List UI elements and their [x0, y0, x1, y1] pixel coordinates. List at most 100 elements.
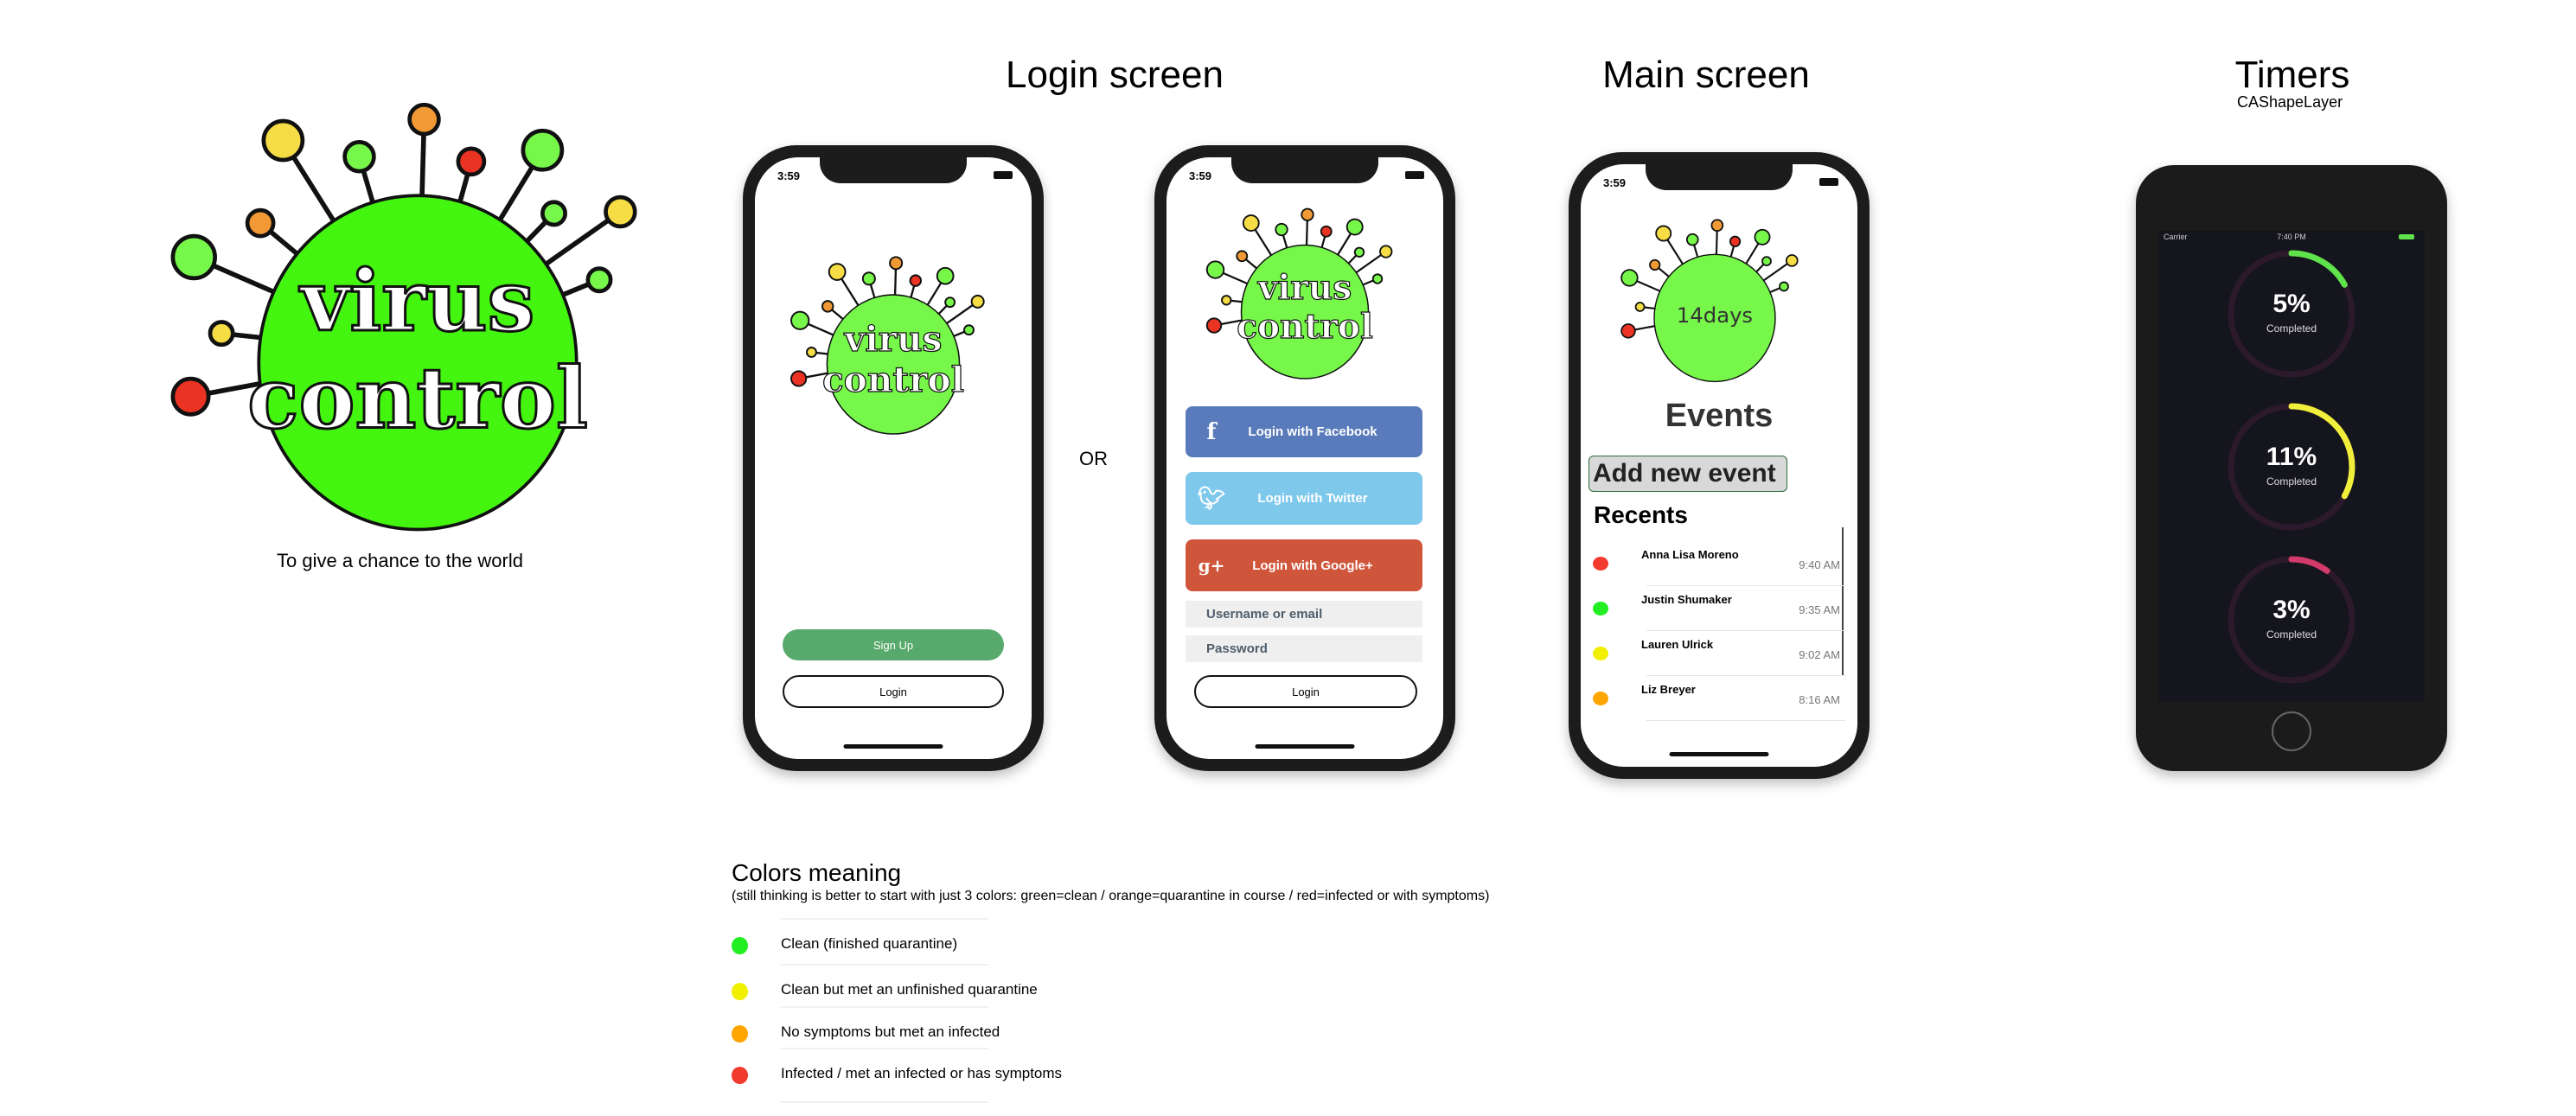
login-button[interactable]: Login	[783, 675, 1004, 708]
timer-label: Completed	[2266, 475, 2317, 488]
spike-ball	[828, 263, 847, 281]
timer-ring: 3% Completed	[2222, 551, 2361, 689]
legend-divider	[781, 918, 988, 920]
home-indicator	[843, 744, 943, 749]
spike-ball	[1242, 214, 1260, 232]
twitter-login-button[interactable]: 🐦︎ Login with Twitter	[1186, 472, 1422, 525]
timer-ring: 11% Completed	[2222, 398, 2361, 536]
days-badge-logo: 14days	[1620, 219, 1799, 383]
legend-divider	[781, 1048, 988, 1049]
logo-text: control	[822, 359, 964, 400]
recent-event-row[interactable]: Liz Breyer 8:16 AM	[1581, 676, 1845, 721]
legend-divider	[781, 1101, 988, 1103]
add-new-event-button[interactable]: Add new event	[1588, 456, 1787, 492]
spike-ball	[790, 310, 810, 330]
logo-text: virus	[1257, 268, 1352, 308]
spike-ball	[1761, 256, 1772, 267]
event-time: 9:35 AM	[1799, 603, 1840, 616]
spike-ball	[208, 320, 235, 348]
recent-event-row[interactable]: Anna Lisa Moreno 9:40 AM	[1581, 541, 1845, 586]
legend-label: Clean but met an unfinished quarantine	[781, 981, 1038, 998]
legend-label: No symptoms but met an infected	[781, 1024, 1000, 1040]
recent-event-row[interactable]: Lauren Ulrick 9:02 AM	[1581, 631, 1845, 676]
battery-icon	[1405, 171, 1424, 179]
legend-subtitle: (still thinking is better to start with …	[732, 889, 1490, 903]
contact-name: Lauren Ulrick	[1641, 638, 1714, 651]
status-dot	[1593, 602, 1608, 615]
color-dot	[732, 983, 748, 1000]
timer-progress-arc	[2228, 250, 2355, 378]
spike-ball	[1320, 225, 1333, 238]
spike-ball	[1346, 218, 1364, 236]
password-input[interactable]: Password	[1186, 635, 1422, 662]
home-button[interactable]	[2272, 711, 2311, 751]
spike-ball	[963, 324, 975, 336]
spike-ball	[1221, 295, 1232, 306]
spike-ball	[970, 294, 985, 309]
recent-event-row[interactable]: Justin Shumaker 9:35 AM	[1581, 586, 1845, 631]
spike-ball	[585, 266, 613, 294]
timer-percent: 5%	[2272, 290, 2311, 318]
spike-ball	[861, 271, 876, 286]
spike-ball	[540, 200, 567, 227]
login-button[interactable]: Login	[1194, 675, 1417, 708]
timer-label: Completed	[2266, 628, 2317, 641]
battery-icon	[1819, 178, 1838, 186]
color-dot	[732, 1025, 748, 1043]
status-time: 3:59	[1189, 169, 1212, 182]
recents-scrollbar[interactable]	[1842, 527, 1844, 676]
recents-title: Recents	[1594, 501, 1688, 528]
google-label: Login with Google+	[1252, 558, 1373, 573]
logo-text: virus	[299, 251, 535, 350]
status-time: 3:59	[777, 169, 801, 182]
spike-ball	[1379, 245, 1393, 258]
spike-ball	[1353, 246, 1365, 258]
contact-name: Liz Breyer	[1641, 683, 1696, 696]
google-login-button[interactable]: g+Login with Google+	[1186, 539, 1422, 591]
timer-percent: 11%	[2266, 443, 2317, 471]
spike-ball	[821, 300, 834, 313]
spike-ball	[790, 370, 808, 387]
notch	[1231, 157, 1378, 183]
virus-body	[1240, 244, 1370, 379]
username-input[interactable]: Username or email	[1186, 601, 1422, 628]
events-title: Events	[1665, 398, 1774, 434]
notch	[820, 157, 967, 183]
spike-ball	[407, 102, 441, 137]
spike-ball	[1779, 281, 1789, 292]
color-dot	[732, 1067, 748, 1084]
twitter-icon: 🐦︎	[1197, 485, 1226, 512]
spike-ball	[1275, 222, 1288, 237]
sign-up-button[interactable]: Sign Up	[783, 629, 1004, 660]
legend-divider	[781, 964, 988, 966]
logo-text: 14days	[1677, 303, 1753, 328]
spike-ball	[909, 274, 923, 287]
spike-ball	[1655, 225, 1672, 242]
spike-ball	[1620, 323, 1636, 339]
spike-ball	[170, 376, 211, 417]
spike-ball	[1371, 273, 1384, 284]
phone-timers: Carrier 7:40 PM 5% Completed 11% Complet…	[2136, 165, 2447, 771]
spike-ball	[1205, 317, 1223, 334]
timers-subtitle: CAShapeLayer	[2237, 93, 2343, 111]
spike-ball	[261, 118, 305, 163]
timer-ring: 5% Completed	[2222, 245, 2361, 383]
recents-list: Anna Lisa Moreno 9:40 AM Justin Shumaker…	[1581, 541, 1857, 723]
spike-ball	[1301, 207, 1314, 221]
home-indicator	[1669, 752, 1769, 756]
carrier-label: Carrier	[2164, 233, 2188, 241]
timers-title: Timers	[2234, 54, 2350, 96]
twitter-label: Login with Twitter	[1257, 491, 1368, 506]
virus-body	[826, 294, 961, 435]
contact-name: Anna Lisa Moreno	[1641, 548, 1739, 561]
spike-ball	[1710, 219, 1724, 233]
spike-ball	[1205, 260, 1225, 279]
timers-screen: Carrier 7:40 PM 5% Completed 11% Complet…	[2158, 231, 2425, 702]
status-time: 3:59	[1603, 176, 1627, 189]
logo-text: control	[247, 348, 588, 447]
event-time: 8:16 AM	[1799, 693, 1840, 706]
spike-ball	[521, 128, 565, 172]
